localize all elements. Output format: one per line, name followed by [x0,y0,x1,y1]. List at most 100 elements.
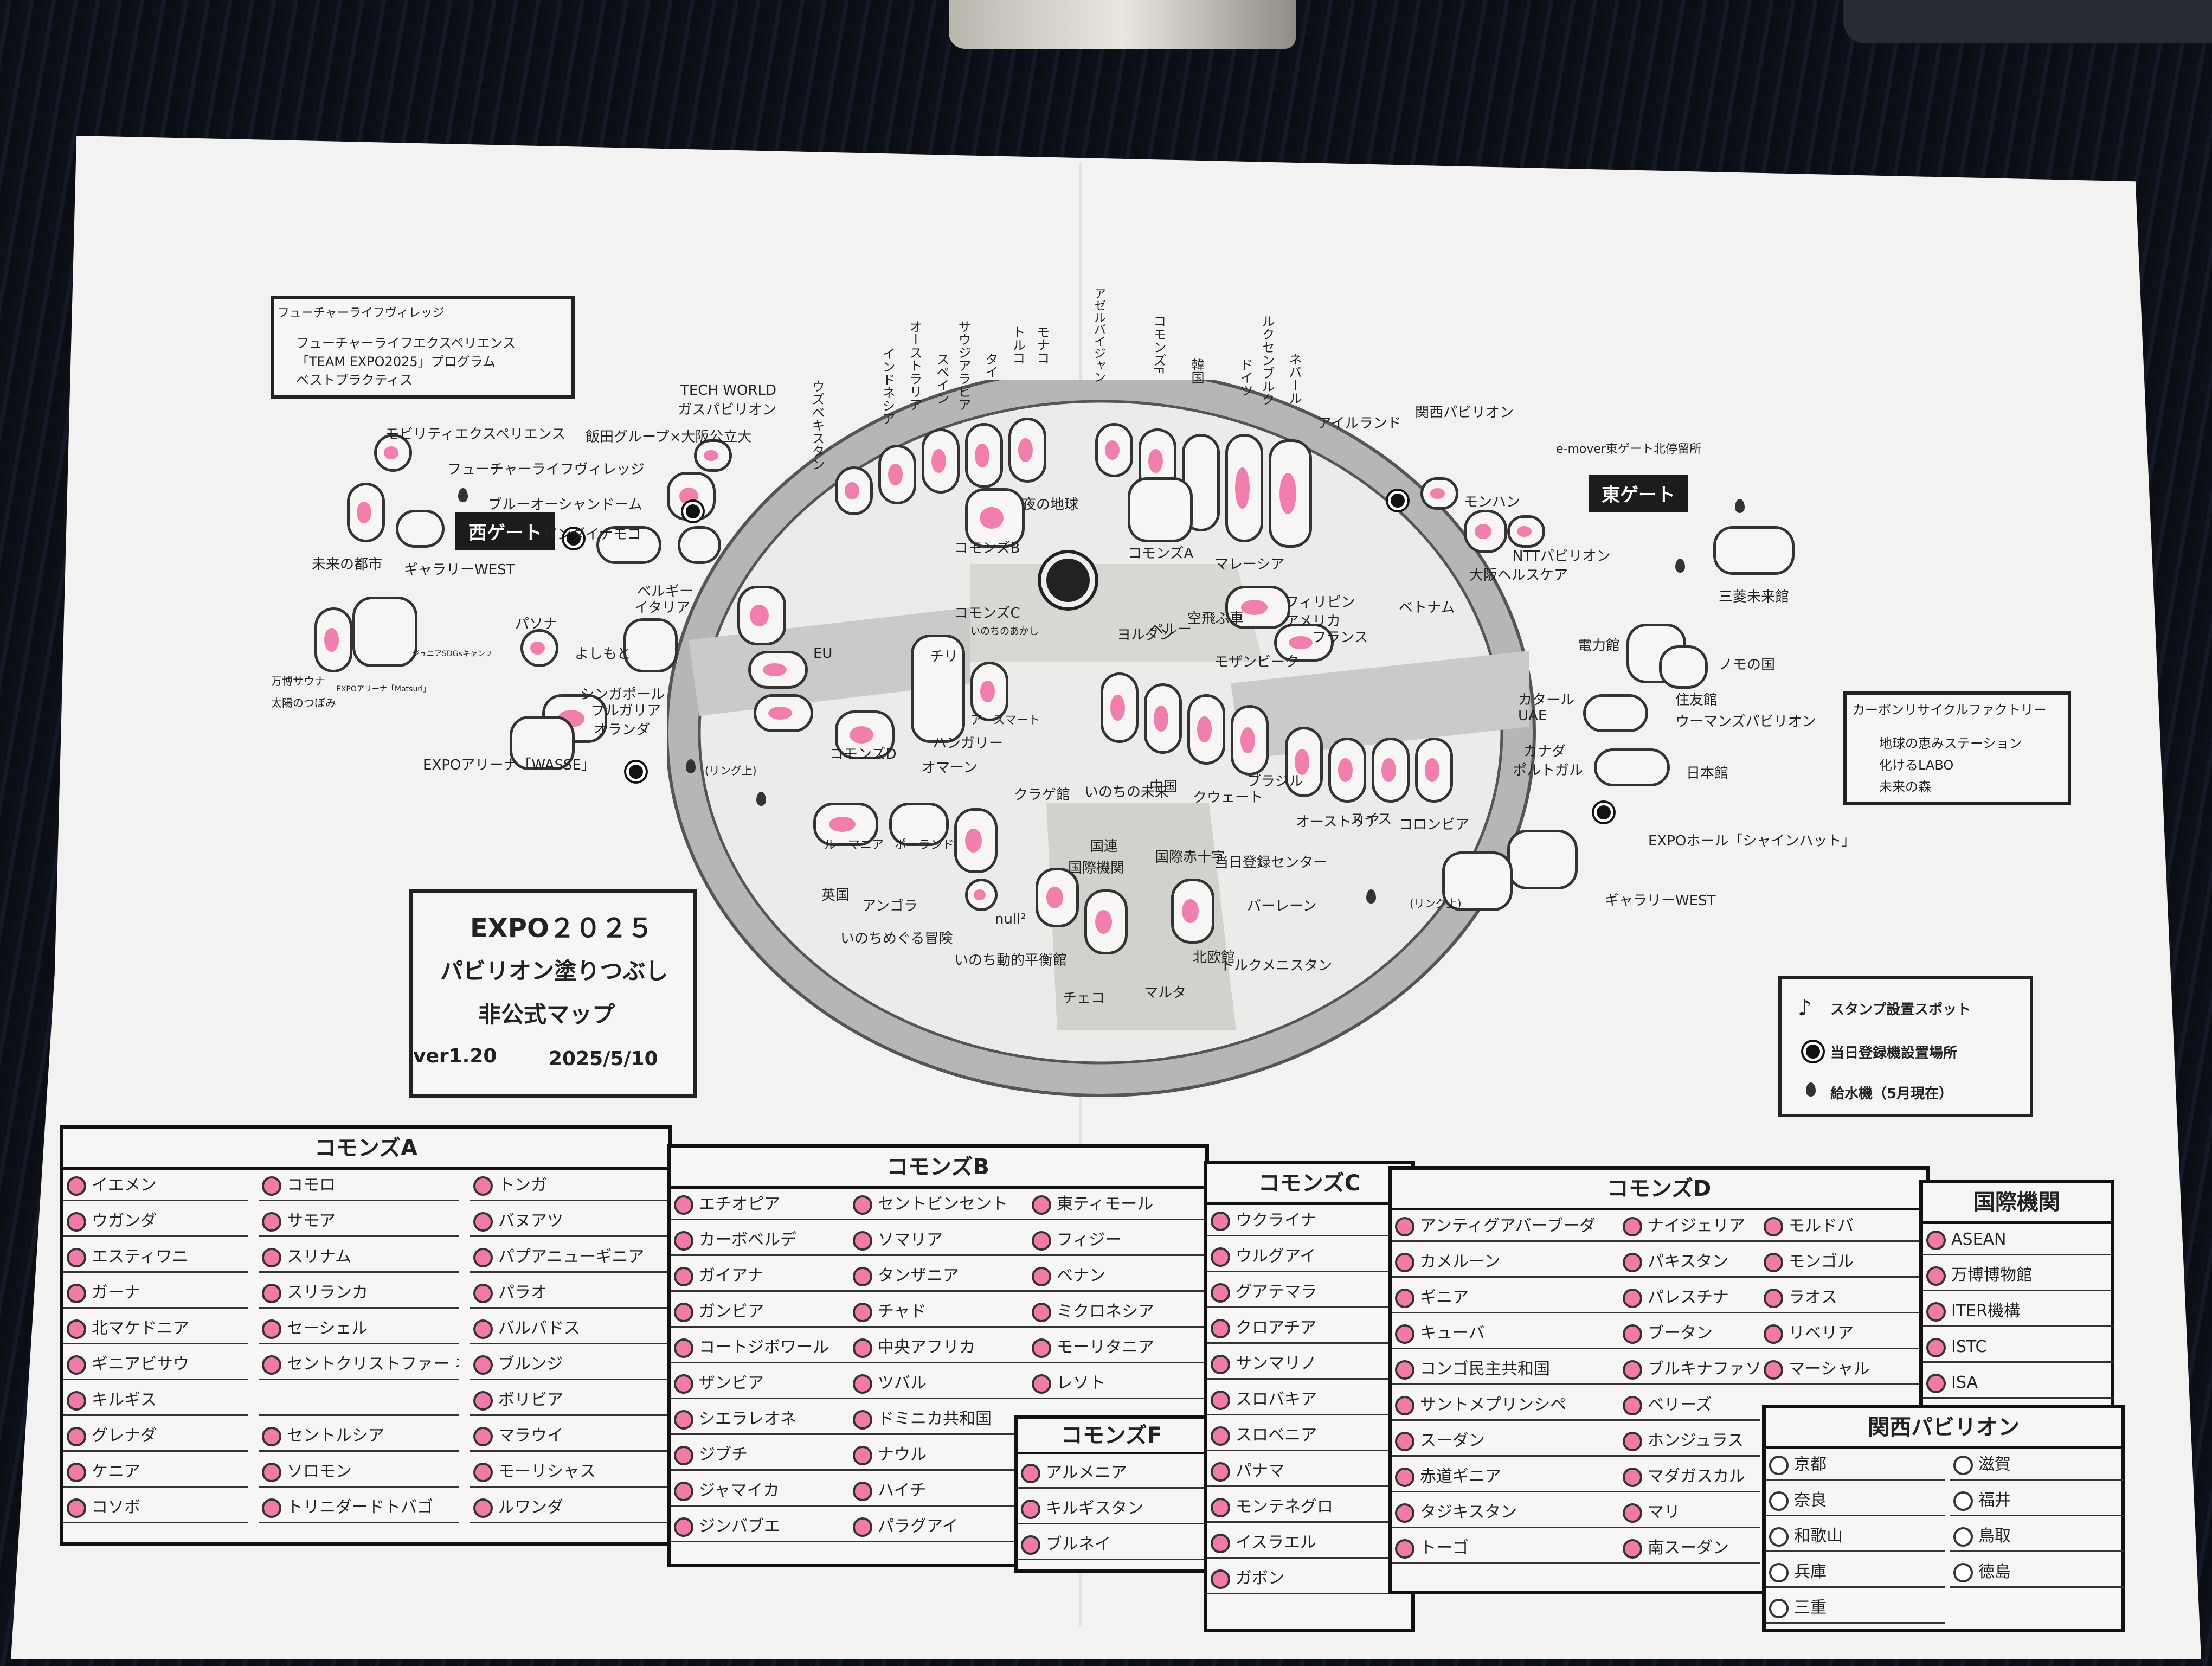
table-row[interactable]: セーシェル [259,1313,459,1344]
table-row[interactable]: タンザニア [850,1260,1028,1292]
stamp-checkbox-icon[interactable] [67,1391,86,1411]
stamp-checkbox-icon[interactable] [262,1462,281,1482]
stamp-checkbox-icon[interactable] [1623,1431,1642,1451]
pavilion[interactable] [835,710,895,759]
stamp-checkbox-icon[interactable] [1623,1252,1642,1272]
pavilion[interactable] [835,466,873,515]
table-row[interactable]: ハイチ [850,1475,1028,1507]
stamp-checkbox-icon[interactable] [1769,1491,1789,1511]
pavilion[interactable] [1274,624,1334,662]
table-row[interactable]: サントメプリンシペ [1392,1389,1619,1421]
table-row[interactable]: 東ティモール [1028,1189,1207,1220]
stamp-checkbox-icon[interactable] [1211,1533,1230,1553]
table-row[interactable]: ガンビア [671,1296,850,1328]
stamp-checkbox-icon[interactable] [674,1409,693,1430]
table-row[interactable]: 万博博物館 [1923,1260,2113,1291]
table-row[interactable]: 南スーダン [1619,1533,1760,1564]
table-row[interactable]: モルドバ [1760,1210,1923,1242]
pavilion[interactable] [1285,727,1323,797]
stamp-checkbox-icon[interactable] [853,1409,872,1430]
stamp-checkbox-icon[interactable] [674,1302,693,1322]
table-row[interactable]: グレナダ [63,1420,248,1452]
stamp-checkbox-icon[interactable] [1211,1497,1230,1517]
stamp-checkbox-icon[interactable] [1926,1302,1946,1322]
pavilion[interactable] [1084,889,1128,954]
stamp-checkbox-icon[interactable] [853,1374,872,1394]
stamp-checkbox-icon[interactable] [1032,1231,1051,1251]
table-row[interactable]: モーリシャス [470,1456,671,1488]
stamp-checkbox-icon[interactable] [1623,1288,1642,1308]
stamp-checkbox-icon[interactable] [473,1176,493,1196]
table-row[interactable]: セントルシア [259,1420,459,1452]
stamp-checkbox-icon[interactable] [1211,1462,1230,1482]
pavilion[interactable] [1231,705,1269,776]
pavilion[interactable] [965,488,1025,548]
stamp-checkbox-icon[interactable] [1395,1503,1414,1523]
stamp-checkbox-icon[interactable] [1623,1395,1642,1415]
table-row[interactable]: バヌアツ [470,1206,671,1237]
table-row[interactable]: エチオピア [671,1189,850,1220]
table-row[interactable]: マダガスカル [1619,1461,1760,1492]
stamp-checkbox-icon[interactable] [1032,1374,1051,1394]
stamp-checkbox-icon[interactable] [1211,1390,1230,1410]
table-row[interactable]: トリニダードトバゴ [259,1492,459,1523]
stamp-checkbox-icon[interactable] [1953,1562,1973,1582]
table-row[interactable]: ウルグアイ [1207,1241,1413,1272]
stamp-checkbox-icon[interactable] [1769,1527,1789,1547]
table-row[interactable]: モンゴル [1760,1246,1923,1278]
pavilion[interactable] [347,483,385,542]
stamp-checkbox-icon[interactable] [262,1426,281,1446]
stamp-checkbox-icon[interactable] [1764,1360,1783,1380]
table-row[interactable]: グアテマラ [1207,1277,1413,1308]
table-row[interactable]: セントビンセント [850,1189,1028,1220]
stamp-checkbox-icon[interactable] [674,1481,693,1501]
table-row[interactable]: キルギス [63,1385,248,1416]
table-row[interactable]: キルギスタン [1018,1493,1207,1524]
pavilion[interactable] [1442,851,1513,911]
table-row[interactable]: 徳島 [1950,1556,2124,1588]
table-row[interactable] [259,1385,459,1416]
stamp-checkbox-icon[interactable] [1926,1337,1946,1357]
pavilion[interactable] [1420,477,1458,510]
table-row[interactable]: ウクライナ [1207,1205,1413,1236]
table-row[interactable]: ブルキナファソ [1619,1354,1760,1385]
table-row[interactable]: ASEAN [1923,1224,2113,1255]
stamp-checkbox-icon[interactable] [1769,1455,1789,1475]
stamp-checkbox-icon[interactable] [853,1302,872,1322]
table-row[interactable]: ケニア [63,1456,248,1488]
stamp-checkbox-icon[interactable] [67,1462,86,1482]
stamp-checkbox-icon[interactable] [1211,1247,1230,1267]
pavilion[interactable] [1507,515,1545,548]
stamp-checkbox-icon[interactable] [262,1247,281,1267]
pavilion[interactable] [878,445,916,504]
table-row[interactable]: 中央アフリカ [850,1332,1028,1363]
stamp-checkbox-icon[interactable] [1764,1216,1783,1236]
pavilion[interactable] [396,510,445,548]
table-row[interactable]: サンマリノ [1207,1348,1413,1380]
table-row[interactable]: ベナン [1028,1260,1207,1292]
stamp-checkbox-icon[interactable] [674,1445,693,1465]
table-row[interactable]: カーボベルデ [671,1225,850,1256]
stamp-checkbox-icon[interactable] [1926,1230,1946,1250]
table-row[interactable]: マリ [1619,1497,1760,1528]
stamp-checkbox-icon[interactable] [1032,1338,1051,1358]
pavilion[interactable] [1659,645,1708,689]
table-row[interactable]: スリランカ [259,1277,459,1309]
pavilion[interactable] [1187,694,1225,765]
stamp-checkbox-icon[interactable] [674,1374,693,1394]
stamp-checkbox-icon[interactable] [1953,1491,1973,1511]
table-row[interactable]: バルバドス [470,1313,671,1344]
table-row[interactable]: セントクリストファー ネイビス [259,1349,459,1380]
stamp-checkbox-icon[interactable] [67,1426,86,1446]
stamp-checkbox-icon[interactable] [853,1481,872,1501]
table-row[interactable]: ガイアナ [671,1260,850,1292]
table-row[interactable]: ブルンジ [470,1349,671,1380]
pavilion[interactable] [970,662,1008,721]
stamp-checkbox-icon[interactable] [1211,1354,1230,1374]
pavilion[interactable] [1507,830,1578,889]
stamp-checkbox-icon[interactable] [1211,1318,1230,1338]
pavilion[interactable] [1101,672,1139,743]
stamp-checkbox-icon[interactable] [67,1355,86,1375]
table-row[interactable]: パナマ [1207,1456,1413,1487]
stamp-checkbox-icon[interactable] [1395,1324,1414,1344]
